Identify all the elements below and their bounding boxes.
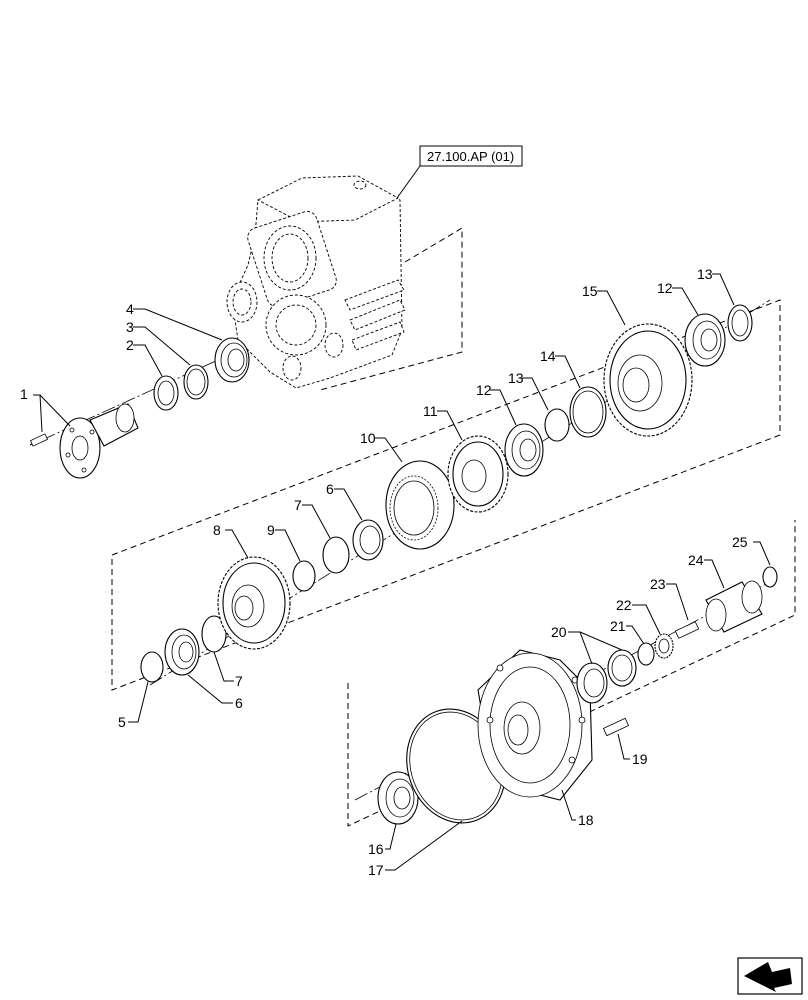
- part-25-snap-ring: [762, 566, 778, 588]
- callout-22[interactable]: 22: [616, 597, 632, 613]
- callout-6-lower[interactable]: 6: [235, 695, 243, 711]
- callout-7-lower[interactable]: 7: [235, 673, 243, 689]
- callout-16[interactable]: 16: [368, 841, 384, 857]
- callout-6-upper[interactable]: 6: [326, 481, 334, 497]
- callout-20[interactable]: 20: [551, 624, 567, 640]
- part-15-gear: [603, 323, 693, 437]
- callout-labels: 1 2 3 4 5 6 6 7 7 8 9 10 11 12 12 13 13 …: [20, 266, 748, 878]
- leader-lines: [33, 273, 771, 871]
- part-24-sleeve: [705, 580, 763, 633]
- callout-9[interactable]: 9: [267, 522, 275, 538]
- part-10-sleeve: [385, 460, 455, 550]
- part-3-snap-ring: [183, 364, 209, 400]
- part-12-bearing-mid: [504, 423, 544, 477]
- callout-2[interactable]: 2: [126, 337, 134, 353]
- callout-25[interactable]: 25: [732, 534, 748, 550]
- callout-15[interactable]: 15: [582, 283, 598, 299]
- callout-24[interactable]: 24: [688, 552, 704, 568]
- callout-12-top[interactable]: 12: [657, 280, 673, 296]
- reference-leader: [396, 165, 421, 199]
- part-6-bearing-lower: [164, 628, 200, 676]
- part-6-bearing-upper: [352, 519, 384, 561]
- part-2-retaining-ring: [153, 375, 179, 411]
- reference-label[interactable]: 27.100.AP (01): [427, 149, 514, 164]
- callout-23[interactable]: 23: [650, 576, 666, 592]
- part-22-gear-small: [654, 633, 674, 659]
- callout-4[interactable]: 4: [126, 301, 134, 317]
- callout-13-mid[interactable]: 13: [508, 370, 524, 386]
- callout-21[interactable]: 21: [610, 618, 626, 634]
- part-4-bearing: [214, 337, 250, 383]
- callout-18[interactable]: 18: [578, 812, 594, 828]
- part-13-ring-mid: [544, 408, 570, 442]
- callout-14[interactable]: 14: [540, 348, 556, 364]
- part-20-bearing-pair: [576, 649, 637, 704]
- callout-7-upper[interactable]: 7: [294, 497, 302, 513]
- part-21-snap-ring: [637, 642, 655, 666]
- callout-3[interactable]: 3: [126, 319, 134, 335]
- callout-1[interactable]: 1: [20, 386, 28, 402]
- callout-13-top[interactable]: 13: [697, 266, 713, 282]
- callout-5[interactable]: 5: [118, 714, 126, 730]
- callout-11[interactable]: 11: [423, 403, 438, 419]
- part-16-bearing: [377, 771, 419, 825]
- part-14-washer: [569, 386, 607, 438]
- part-13-ring-top: [727, 304, 753, 342]
- part-9-ring: [292, 560, 316, 592]
- callout-19[interactable]: 19: [632, 751, 648, 767]
- part-12-bearing-top: [684, 313, 726, 367]
- part-23-bolt: [674, 621, 700, 639]
- part-19-bolt: [602, 717, 630, 737]
- callout-17[interactable]: 17: [368, 862, 384, 878]
- part-11-gear: [447, 435, 509, 513]
- part-5-snap-ring: [140, 651, 164, 683]
- callout-12-mid[interactable]: 12: [476, 382, 492, 398]
- reference-box[interactable]: [419, 145, 523, 167]
- part-18-cover: [477, 649, 593, 801]
- callout-8[interactable]: 8: [213, 522, 221, 538]
- gearbox-housing: [226, 175, 406, 389]
- part-8-gear: [217, 556, 291, 650]
- part-1-flange-shaft: [29, 403, 139, 479]
- part-7-ring-upper: [322, 536, 350, 574]
- reference-callout[interactable]: 27.100.AP (01): [396, 145, 523, 199]
- callout-10[interactable]: 10: [360, 430, 376, 446]
- next-page-arrow-icon[interactable]: [737, 957, 803, 995]
